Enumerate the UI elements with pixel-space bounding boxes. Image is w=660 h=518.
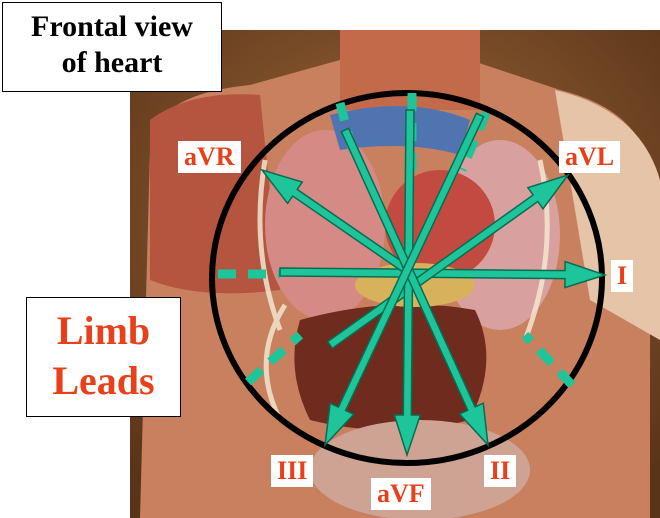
lead-label-avl: aVL: [559, 141, 620, 173]
lead-label-avr: aVR: [178, 141, 241, 173]
title-line-1: Frontal view: [3, 9, 221, 45]
lead-label-avf: aVF: [371, 478, 431, 510]
lead-label-iii: III: [271, 455, 313, 487]
title-box: Frontal view of heart: [2, 2, 222, 92]
lead-label-ii: II: [484, 455, 516, 487]
limb-leads-line-1: Limb: [27, 306, 180, 356]
title-line-2: of heart: [3, 45, 221, 81]
limb-leads-box: Limb Leads: [26, 297, 181, 417]
lead-label-i: I: [611, 260, 633, 292]
limb-leads-line-2: Leads: [27, 356, 180, 406]
